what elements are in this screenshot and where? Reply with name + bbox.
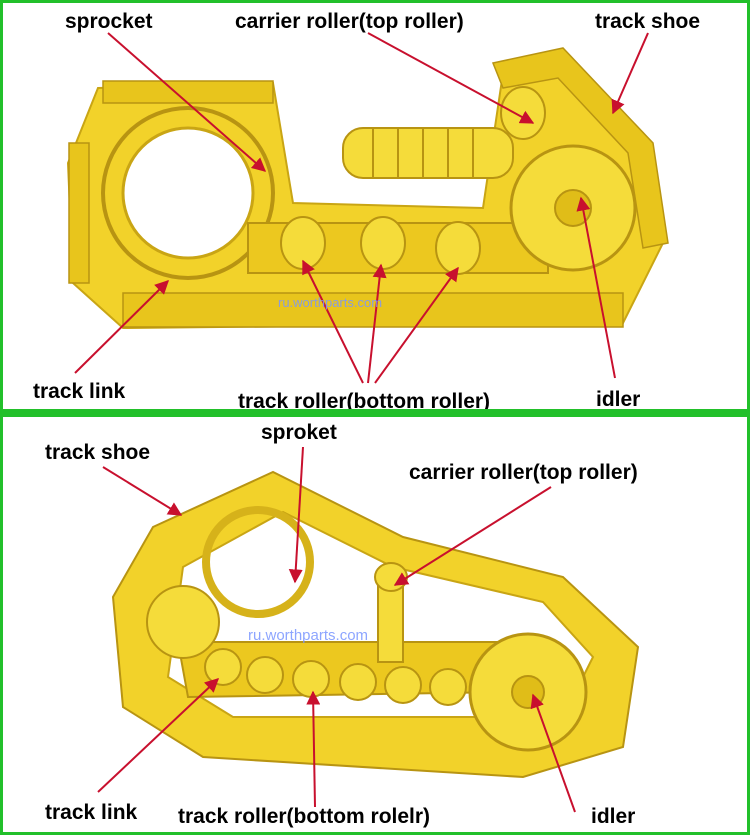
bottom-undercarriage-illustration (97, 446, 640, 813)
watermark: ru.worthparts.com (248, 627, 369, 644)
top-panel: sprocket carrier roller(top roller) trac… (0, 0, 750, 412)
label-track-shoe: track shoe (45, 441, 151, 464)
label-track-shoe: track shoe (595, 10, 701, 33)
panel-divider (0, 409, 750, 414)
sprocket-wheel (202, 506, 314, 618)
label-track-link: track link (33, 380, 126, 403)
sprocket-hub (146, 585, 220, 659)
watermark: ru.worthparts.com (278, 295, 383, 310)
label-sproket: sproket (261, 421, 337, 444)
label-idler: idler (591, 805, 636, 828)
bottom-arrows (97, 446, 576, 813)
label-track-roller: track roller(bottom rolelr) (178, 805, 431, 828)
label-track-roller: track roller(bottom roller) (238, 390, 491, 412)
bottom-rollers (204, 648, 467, 706)
label-carrier-roller: carrier roller(top roller) (409, 461, 638, 484)
top-arrows (74, 32, 649, 384)
carrier-roller-part (374, 562, 408, 663)
carrier-roller-part (500, 86, 546, 140)
label-track-link: track link (45, 801, 138, 824)
label-idler: idler (596, 388, 641, 411)
bottom-rollers (280, 216, 481, 275)
sprocket-hole (121, 126, 255, 260)
recoil-spring (342, 127, 514, 179)
bottom-track-shoes (122, 292, 624, 328)
top-undercarriage-illustration (66, 32, 669, 384)
bottom-panel: track shoe sproket carrier roller(top ro… (0, 414, 750, 835)
label-sprocket: sprocket (65, 10, 153, 33)
label-carrier-roller: carrier roller(top roller) (235, 10, 464, 33)
track-shoes-right (491, 47, 669, 249)
